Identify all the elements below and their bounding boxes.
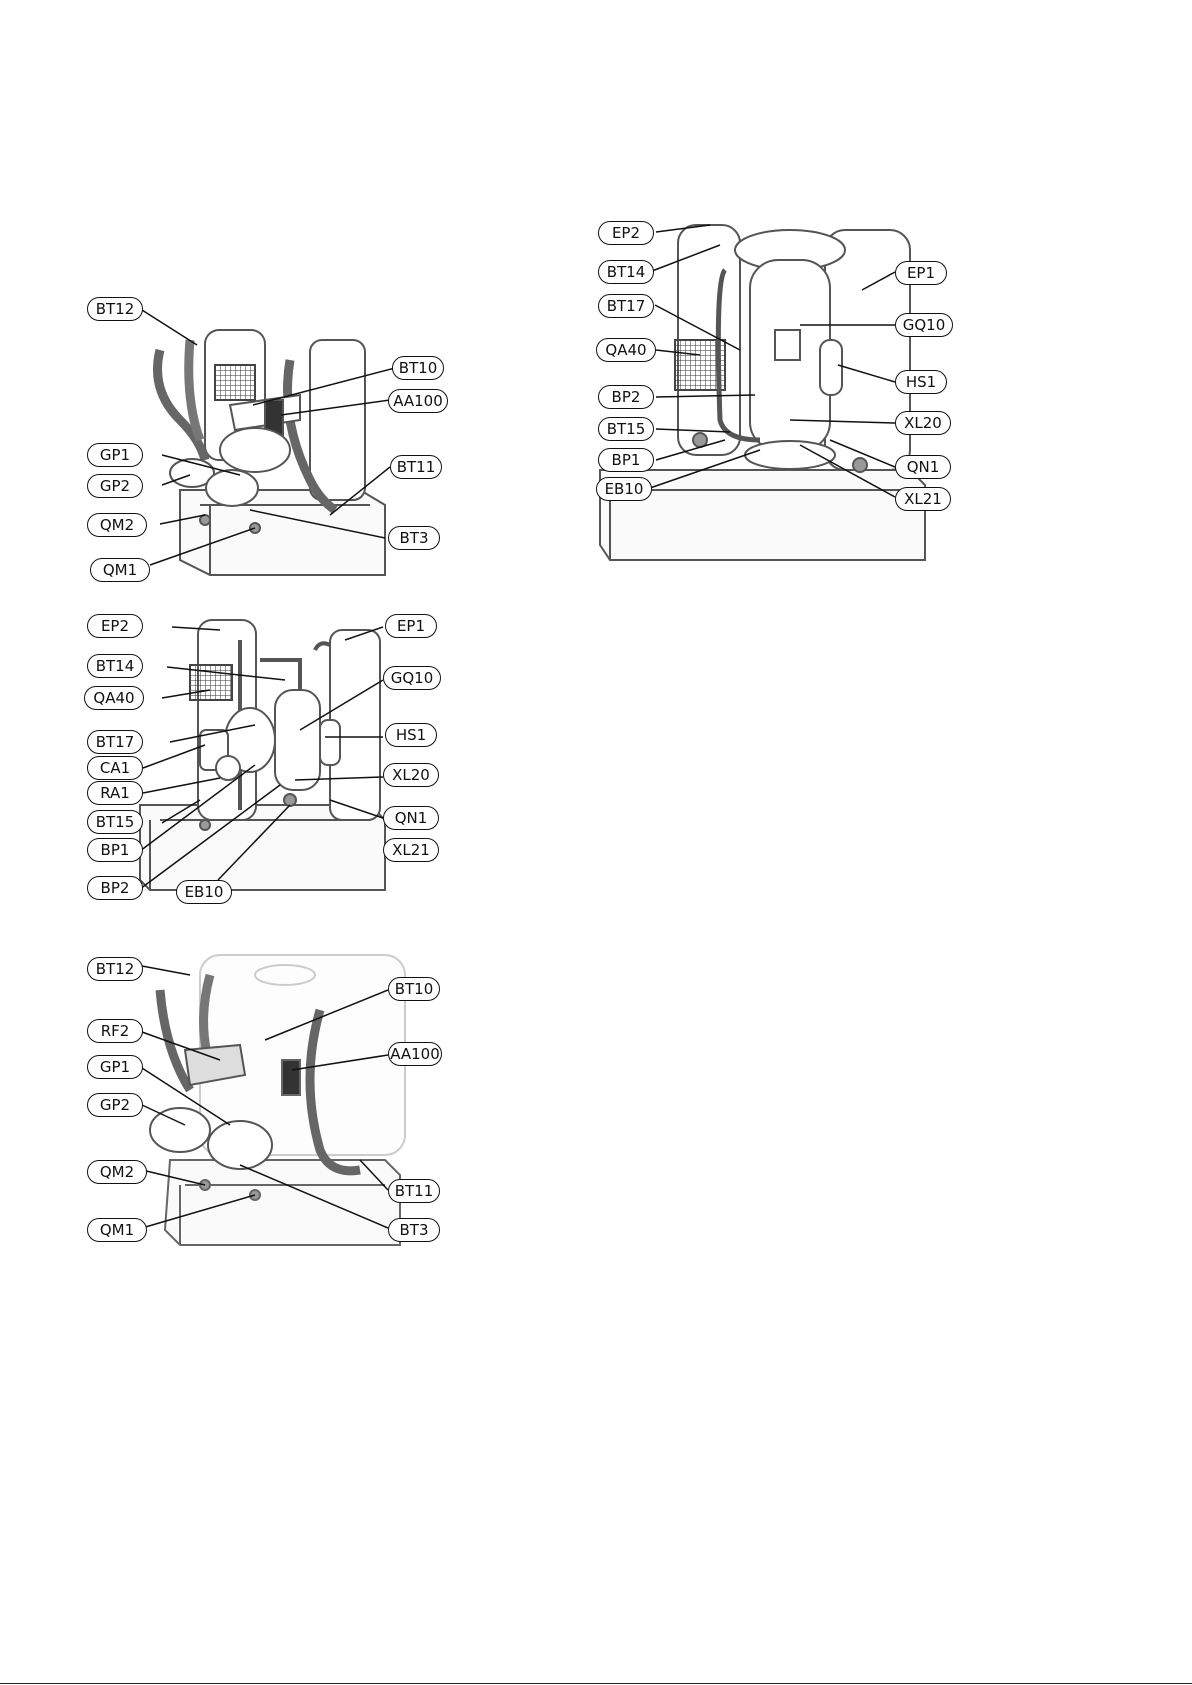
label-bt11-fig1: BT11: [390, 455, 442, 479]
label-bp2-fig4: BP2: [598, 385, 654, 409]
label-qa40-fig4: QA40: [596, 338, 656, 362]
label-qn1-fig4: QN1: [895, 455, 951, 479]
label-xl21-fig4: XL21: [895, 487, 951, 511]
label-ca1-fig2: CA1: [87, 756, 143, 780]
label-qa40-fig2: QA40: [84, 686, 144, 710]
label-eb10-fig4: EB10: [596, 477, 652, 501]
label-bp1-fig4: BP1: [598, 448, 654, 472]
label-aa100-fig1: AA100: [388, 389, 448, 413]
label-ra1-fig2: RA1: [87, 781, 143, 805]
label-bt10-fig3: BT10: [388, 977, 440, 1001]
label-xl20-fig4: XL20: [895, 411, 951, 435]
label-rf2-fig3: RF2: [87, 1019, 143, 1043]
label-gq10-fig2: GQ10: [383, 666, 441, 690]
label-bt10-fig1: BT10: [392, 356, 444, 380]
label-qm1-fig1: QM1: [90, 558, 150, 582]
label-bt15-fig4: BT15: [598, 417, 654, 441]
label-ep1-fig4: EP1: [895, 261, 947, 285]
label-gp2-fig1: GP2: [87, 474, 143, 498]
label-bt14-fig2: BT14: [87, 654, 143, 678]
label-xl21-fig2: XL21: [383, 838, 439, 862]
label-bt12-fig3: BT12: [87, 957, 143, 981]
footer-rule: [0, 1683, 1192, 1684]
label-hs1-fig2: HS1: [385, 723, 437, 747]
label-bt12-fig1: BT12: [87, 297, 143, 321]
label-eb10-fig2: EB10: [176, 880, 232, 904]
label-qn1-fig2: QN1: [383, 806, 439, 830]
label-qm2-fig3: QM2: [87, 1160, 147, 1184]
label-bt14-fig4: BT14: [598, 260, 654, 284]
label-qm1-fig3: QM1: [87, 1218, 147, 1242]
figure-1-drawing: [158, 330, 386, 575]
label-gq10-fig4: GQ10: [895, 313, 953, 337]
label-bt11-fig3: BT11: [388, 1179, 440, 1203]
label-qm2-fig1: QM2: [87, 513, 147, 537]
label-bt15-fig2: BT15: [87, 810, 143, 834]
label-bt17-fig2: BT17: [87, 730, 143, 754]
label-ep2-fig2: EP2: [87, 614, 143, 638]
label-bt17-fig4: BT17: [598, 294, 654, 318]
label-aa100-fig3: AA100: [388, 1042, 442, 1066]
label-gp1-fig3: GP1: [87, 1055, 143, 1079]
label-bp1-fig2: BP1: [87, 838, 143, 862]
label-ep2-fig4: EP2: [598, 221, 654, 245]
label-gp2-fig3: GP2: [87, 1093, 143, 1117]
label-xl20-fig2: XL20: [383, 763, 439, 787]
label-hs1-fig4: HS1: [895, 370, 947, 394]
label-ep1-fig2: EP1: [385, 614, 437, 638]
label-bt3-fig1: BT3: [388, 526, 440, 550]
label-bt3-fig3: BT3: [388, 1218, 440, 1242]
label-bp2-fig2: BP2: [87, 876, 143, 900]
label-gp1-fig1: GP1: [87, 443, 143, 467]
